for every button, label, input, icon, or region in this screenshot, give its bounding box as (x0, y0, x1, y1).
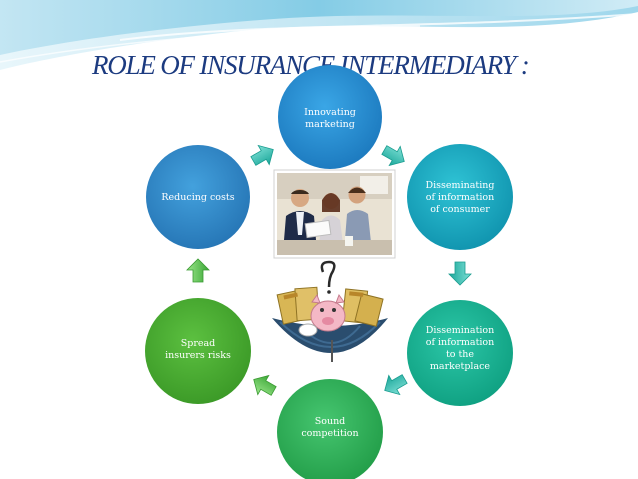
node-spread-risks (145, 298, 251, 404)
label-reducing-costs: Reducing costs (161, 192, 235, 203)
money-umbrella-image (272, 260, 388, 362)
arrow-marketplace-to-sound (384, 374, 408, 396)
arrow-innovating-to-disseminating (381, 145, 405, 167)
arrow-spread-to-reducing (186, 258, 210, 283)
label-disseminating-consumer: Disseminating of information of consumer (425, 180, 495, 215)
label-sound-competition: Sound competition (301, 416, 359, 439)
meeting-photo (273, 169, 396, 259)
node-sound-competition (277, 379, 383, 479)
node-innovating-marketing (278, 65, 382, 169)
node-disseminating-consumer (407, 144, 513, 250)
arrow-reducing-to-innovating (250, 144, 274, 166)
label-spread-risks: Spread insurers risks (165, 338, 231, 361)
arrow-sound-to-spread (253, 374, 277, 396)
label-innovating-marketing: Innovating marketing (304, 107, 356, 130)
node-dissemination-marketplace (407, 300, 513, 406)
arrow-disseminating-to-marketplace (448, 261, 472, 286)
label-dissemination-marketplace: Dissemination of information to the mark… (425, 325, 495, 372)
node-reducing-costs (146, 145, 250, 249)
